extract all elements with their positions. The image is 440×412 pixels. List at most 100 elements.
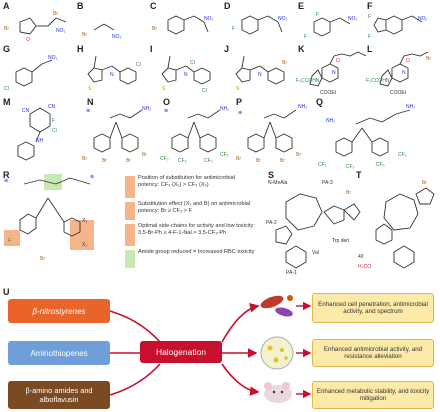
bacteria-icon [260,295,293,317]
svg-text:NH: NH [36,138,44,144]
svg-text:NO₂: NO₂ [418,16,428,22]
svg-text:Br: Br [82,156,87,162]
svg-text:NH₂: NH₂ [406,104,415,110]
svg-text:Cl: Cl [52,128,57,134]
svg-text:Cl: Cl [4,86,9,92]
svg-text:N: N [332,70,336,76]
svg-text:NO₂: NO₂ [278,16,288,22]
svg-text:PA-1: PA-1 [286,270,297,276]
svg-text:F: F [368,14,371,20]
panel-label-k: K [298,44,305,54]
aminothiophenes-box: Aminothiopenes [8,341,110,365]
svg-text:NO₂: NO₂ [56,28,66,34]
svg-text:⊕: ⊕ [4,178,8,184]
arrow-nitrostyrenes [109,310,161,343]
legend-swatch-substitution [125,202,135,220]
molecule-o: ⊕ NH₂ CF₃ CF₃ CF₃ CF₃ [160,106,229,164]
legend-swatch-amide [125,250,135,268]
svg-text:O: O [336,58,340,64]
molecule-b: Br NO₂ [82,23,122,40]
panel-label-u: U [3,287,10,297]
legend-substitution: Substitution effect (X₁ and B) on antimi… [138,201,251,214]
legend-position: Position of substitution for antimicrobi… [138,175,236,188]
svg-text:Br: Br [282,60,287,66]
halogenation-box: Halogenation [140,341,222,363]
panel-label-h: H [77,44,84,54]
panel-label-e: E [298,1,305,11]
svg-text:Val: Val [312,250,319,256]
svg-text:F: F [8,238,11,244]
panel-label-t: T [356,170,362,180]
svg-text:Br: Br [236,156,241,162]
svg-text:NO₂: NO₂ [348,16,358,22]
svg-text:CF₃: CF₃ [346,164,355,170]
molecule-j: S N Br [235,55,287,92]
bromo-substituent: Br [4,26,9,32]
svg-text:N: N [258,72,262,78]
svg-text:NH₂: NH₂ [298,104,307,110]
svg-text:F₃CCOHN: F₃CCOHN [366,78,390,84]
panel-label-n: N [87,97,94,107]
svg-text:Br: Br [82,32,87,38]
svg-text:CF₃: CF₃ [376,162,385,168]
svg-text:NO₂: NO₂ [204,16,214,22]
svg-text:Br: Br [152,26,157,32]
arrow-amino-amides [109,363,161,396]
molecule-l: F₃CCOHN COOEt Br N O [366,51,431,96]
molecule-p: ⊕ NH₂ Br Br Br Br [236,104,307,164]
svg-text:Br: Br [102,158,107,164]
svg-text:N: N [110,72,114,78]
svg-text:NO₂: NO₂ [48,55,58,61]
svg-text:F: F [52,118,55,124]
molecule-a: Br O NO₂ Br [4,11,67,43]
panel-label-m: M [3,97,11,107]
panel-label-o: O [163,97,171,107]
svg-text:⊕: ⊕ [164,108,168,114]
legend-amide: Amide group reduced = Increased RBC toxi… [138,249,255,255]
molecule-n: ⊕ NH₂ Br Br Br Br [82,106,151,164]
svg-text:F: F [232,26,235,32]
molecule-c: Br NO₂ [152,15,214,35]
svg-text:COOEt: COOEt [390,90,407,96]
svg-text:F: F [316,12,319,18]
panel-label-q: Q [316,97,324,107]
panel-label-a: A [3,1,10,11]
mouse-icon [264,382,292,403]
svg-text:Br: Br [280,158,285,164]
molecule-i: S N Cl Cl [161,55,211,94]
molecule-g: Cl NO₂ [4,55,58,92]
svg-text:F: F [368,34,371,40]
svg-text:Br: Br [142,152,147,158]
panel-label-j: J [224,44,230,54]
outcome-stability: Enhanced metabolic stability, and toxici… [312,381,434,409]
svg-text:COOEt: COOEt [320,90,337,96]
svg-text:CF₃: CF₃ [398,152,407,158]
svg-text:O: O [406,58,410,64]
petri-dish-icon [260,336,294,370]
legend-swatch-position [125,176,135,198]
molecule-e: F F NO₂ [304,12,358,40]
svg-text:S: S [236,86,240,92]
legend-side-chains: Optimal side-chains for activity and low… [138,223,255,236]
svg-text:Trp deri: Trp deri [332,238,349,244]
panel-label-g: G [3,44,11,54]
svg-text:Br: Br [256,158,261,164]
amide-highlight [44,174,62,190]
svg-text:X₂: X₂ [82,218,87,224]
panel-label-f: F [367,1,373,11]
svg-text:CN: CN [22,108,30,114]
svg-text:PA-3: PA-3 [322,180,333,186]
f-highlight [4,230,20,246]
svg-text:Br: Br [422,180,427,186]
svg-text:CF₃: CF₃ [160,156,169,162]
svg-text:⊕: ⊕ [238,110,242,116]
svg-text:Br: Br [53,11,58,17]
svg-text:Br: Br [126,158,131,164]
svg-text:Br: Br [346,190,351,196]
outcome-penetration: Enhanced cell penetration, antimicrobial… [312,293,434,323]
svg-text:NO₂: NO₂ [112,34,122,40]
flow-arrows [109,295,312,403]
outcome-resistance: Enhanced antimicrobial activity, and res… [312,339,434,367]
molecule-r: ⊕ ⊕ F X₂ X₁ Br [4,174,94,262]
nitrostyrenes-box: β-nitrostyrenes [8,299,110,323]
